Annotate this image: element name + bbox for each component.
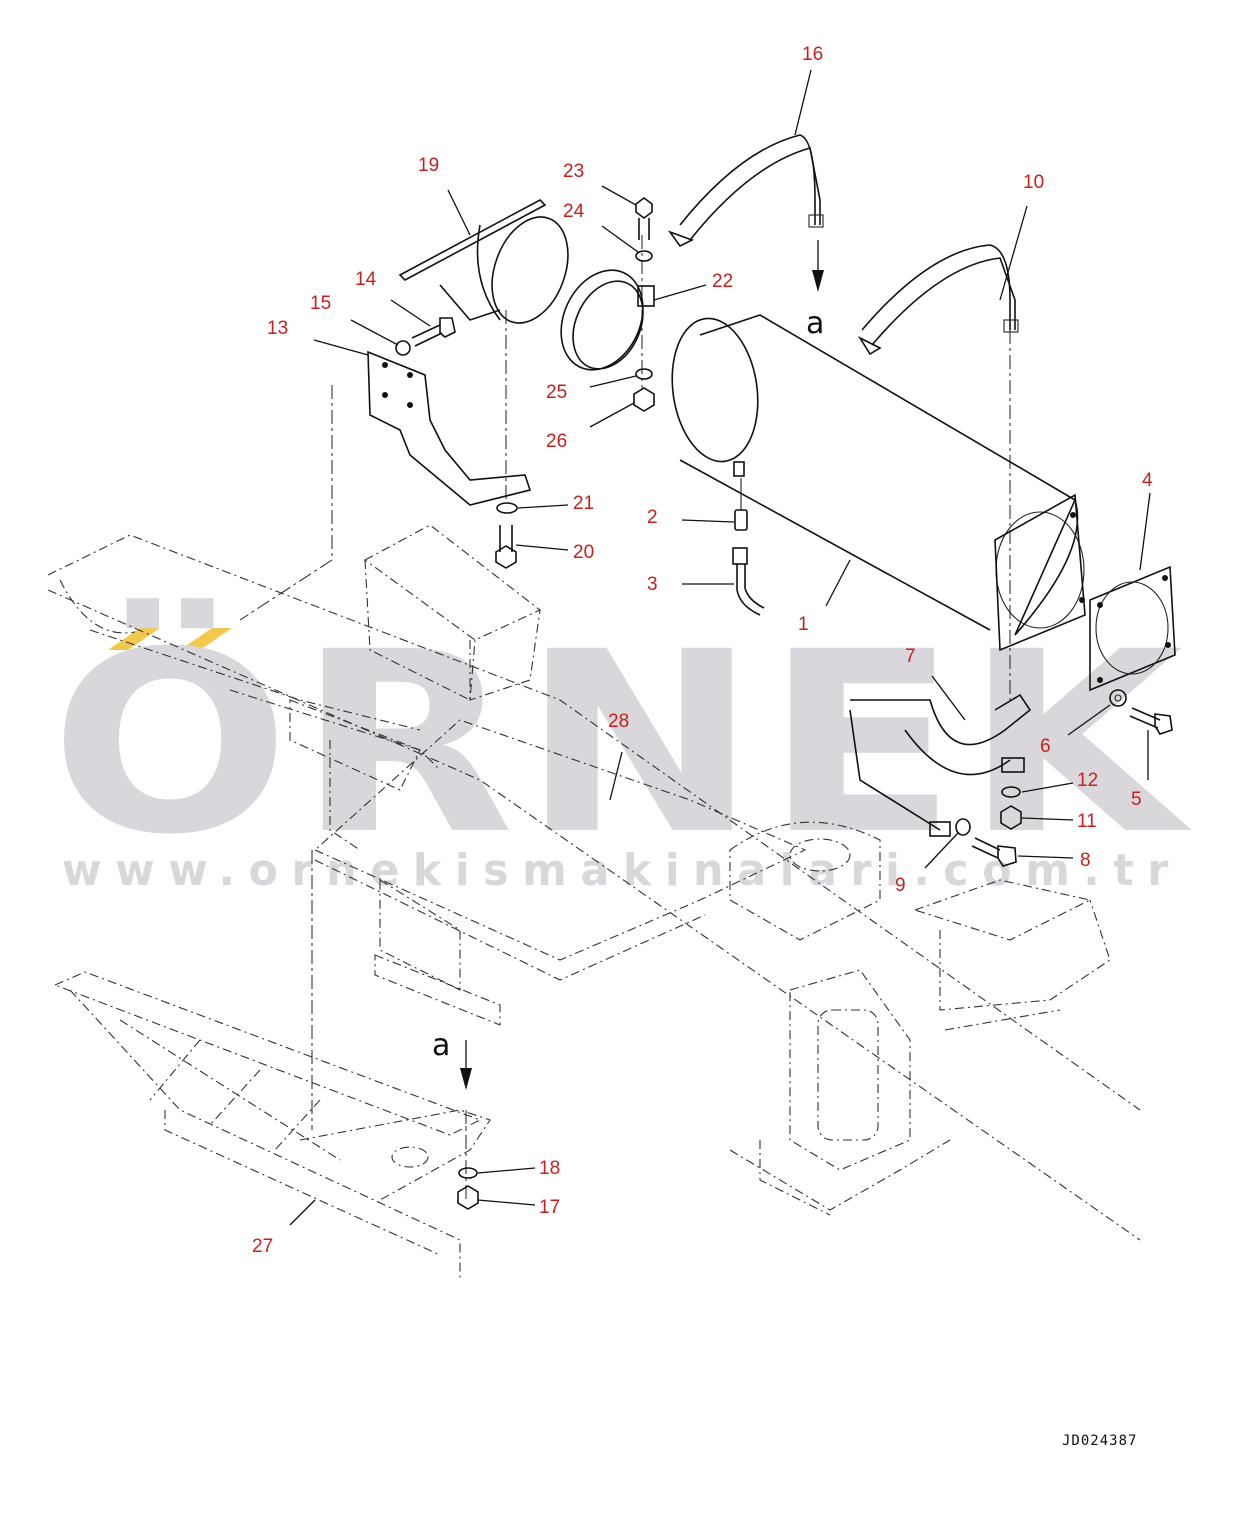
washer-part-9 <box>955 818 971 836</box>
label-part-11: 11 <box>1077 811 1097 832</box>
label-part-5: 5 <box>1131 789 1142 810</box>
label-part-2: 2 <box>647 507 658 528</box>
washer-part-12 <box>1001 786 1021 798</box>
part-labels: 1 2 3 4 5 6 7 8 9 10 11 12 13 14 15 16 1… <box>252 44 1153 1257</box>
label-part-15: 15 <box>310 293 331 314</box>
watermark: ÖRNEK www.ornekismakinalari.com.tr <box>50 598 1193 896</box>
label-part-23: 23 <box>563 161 584 182</box>
strap-part-16 <box>667 134 824 292</box>
label-part-13: 13 <box>267 318 288 339</box>
label-part-26: 26 <box>546 431 567 452</box>
label-part-28: 28 <box>608 711 629 732</box>
washer-part-24 <box>635 250 653 262</box>
label-part-20: 20 <box>573 542 594 563</box>
nut-part-11 <box>1000 805 1022 830</box>
strap-part-10 <box>857 244 1019 356</box>
drawing-id: JD024387 <box>1062 1433 1137 1449</box>
label-part-18: 18 <box>539 1158 560 1179</box>
shield-part-19 <box>398 199 569 324</box>
label-part-25: 25 <box>546 382 567 403</box>
watermark-brand: ÖRNEK <box>50 598 1193 889</box>
bracket-part-7 <box>849 693 1032 837</box>
bolt-part-23 <box>635 197 653 240</box>
label-part-10: 10 <box>1023 172 1044 193</box>
nut-part-17 <box>457 1185 479 1210</box>
label-part-3: 3 <box>647 574 658 595</box>
frame-28 <box>47 524 1141 1280</box>
label-part-4: 4 <box>1142 470 1153 491</box>
bolt-part-20 <box>495 525 517 569</box>
ref-arrow-bottom <box>460 1040 472 1090</box>
gasket-part-4 <box>1089 565 1176 692</box>
label-part-27: 27 <box>252 1236 273 1257</box>
label-part-6: 6 <box>1040 736 1051 757</box>
label-part-16: 16 <box>802 44 823 65</box>
muffler-part-1 <box>671 314 1086 652</box>
label-part-14: 14 <box>355 269 377 290</box>
washer-part-6 <box>1109 689 1127 707</box>
tube-part-3 <box>732 547 765 616</box>
label-part-22: 22 <box>712 271 733 292</box>
ref-letter-top: a <box>806 306 824 341</box>
label-part-19: 19 <box>418 155 439 176</box>
leader-lines <box>289 69 1151 1226</box>
label-part-8: 8 <box>1080 850 1091 871</box>
alignment-lines <box>239 235 1011 1200</box>
bolt-part-14 <box>411 317 456 347</box>
washer-part-21 <box>496 502 518 514</box>
label-part-9: 9 <box>895 875 906 896</box>
nut-part-26 <box>633 387 655 412</box>
label-part-21: 21 <box>573 493 594 514</box>
bolt-part-5 <box>1129 707 1173 735</box>
label-part-17: 17 <box>539 1197 560 1218</box>
bracket-part-13 <box>367 350 532 506</box>
watermark-accent-right <box>180 628 232 650</box>
label-part-24: 24 <box>563 201 585 222</box>
washer-part-18 <box>458 1167 478 1179</box>
ref-letter-bottom: a <box>432 1028 450 1063</box>
washer-part-15 <box>395 340 411 356</box>
watermark-url: www.ornekismakinalari.com.tr <box>62 845 1182 896</box>
label-part-7: 7 <box>905 646 916 667</box>
clamp-part-22 <box>560 269 655 371</box>
fitting-part-2 <box>734 478 748 531</box>
label-part-1: 1 <box>798 614 809 635</box>
washer-part-25 <box>635 368 653 380</box>
bolt-part-8 <box>971 837 1017 867</box>
label-part-12: 12 <box>1077 770 1098 791</box>
